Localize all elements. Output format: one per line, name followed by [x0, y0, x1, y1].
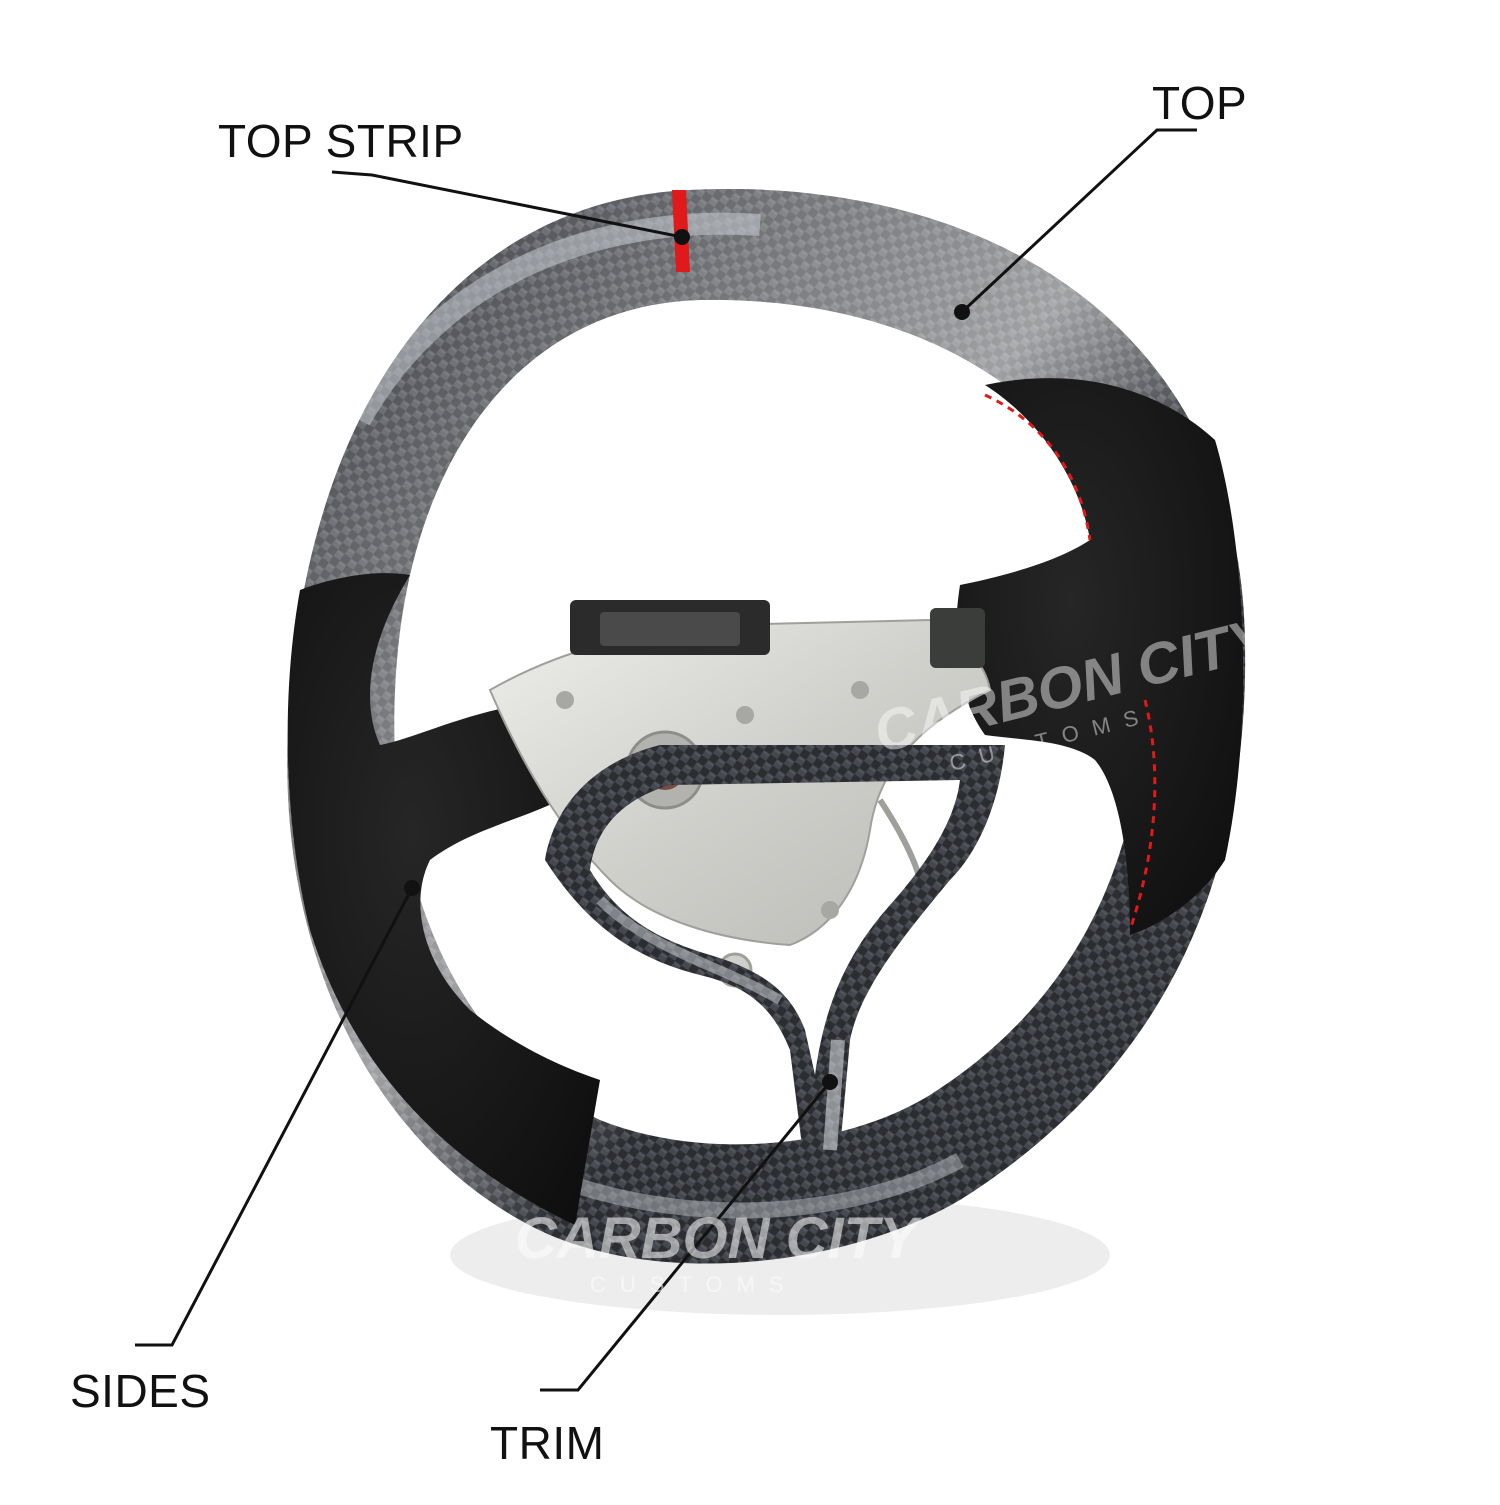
red-stitching [984, 393, 1157, 931]
label-trim: TRIM [490, 1417, 605, 1469]
right-suede-grip [956, 378, 1244, 935]
label-sides: SIDES [70, 1365, 211, 1417]
watermark-bottom: CARBON CITY CUSTOMS [515, 1206, 923, 1297]
label-top: TOP [1152, 77, 1248, 129]
svg-text:CARBON CITY: CARBON CITY [515, 1206, 923, 1271]
lower-carbon-trim [545, 745, 1005, 1172]
wheel-hub [488, 600, 992, 988]
leader-lines [135, 128, 1197, 1392]
label-top-strip: TOP STRIP [218, 115, 464, 167]
svg-text:CUSTOMS: CUSTOMS [590, 1272, 798, 1297]
leader-dots [404, 229, 970, 1090]
